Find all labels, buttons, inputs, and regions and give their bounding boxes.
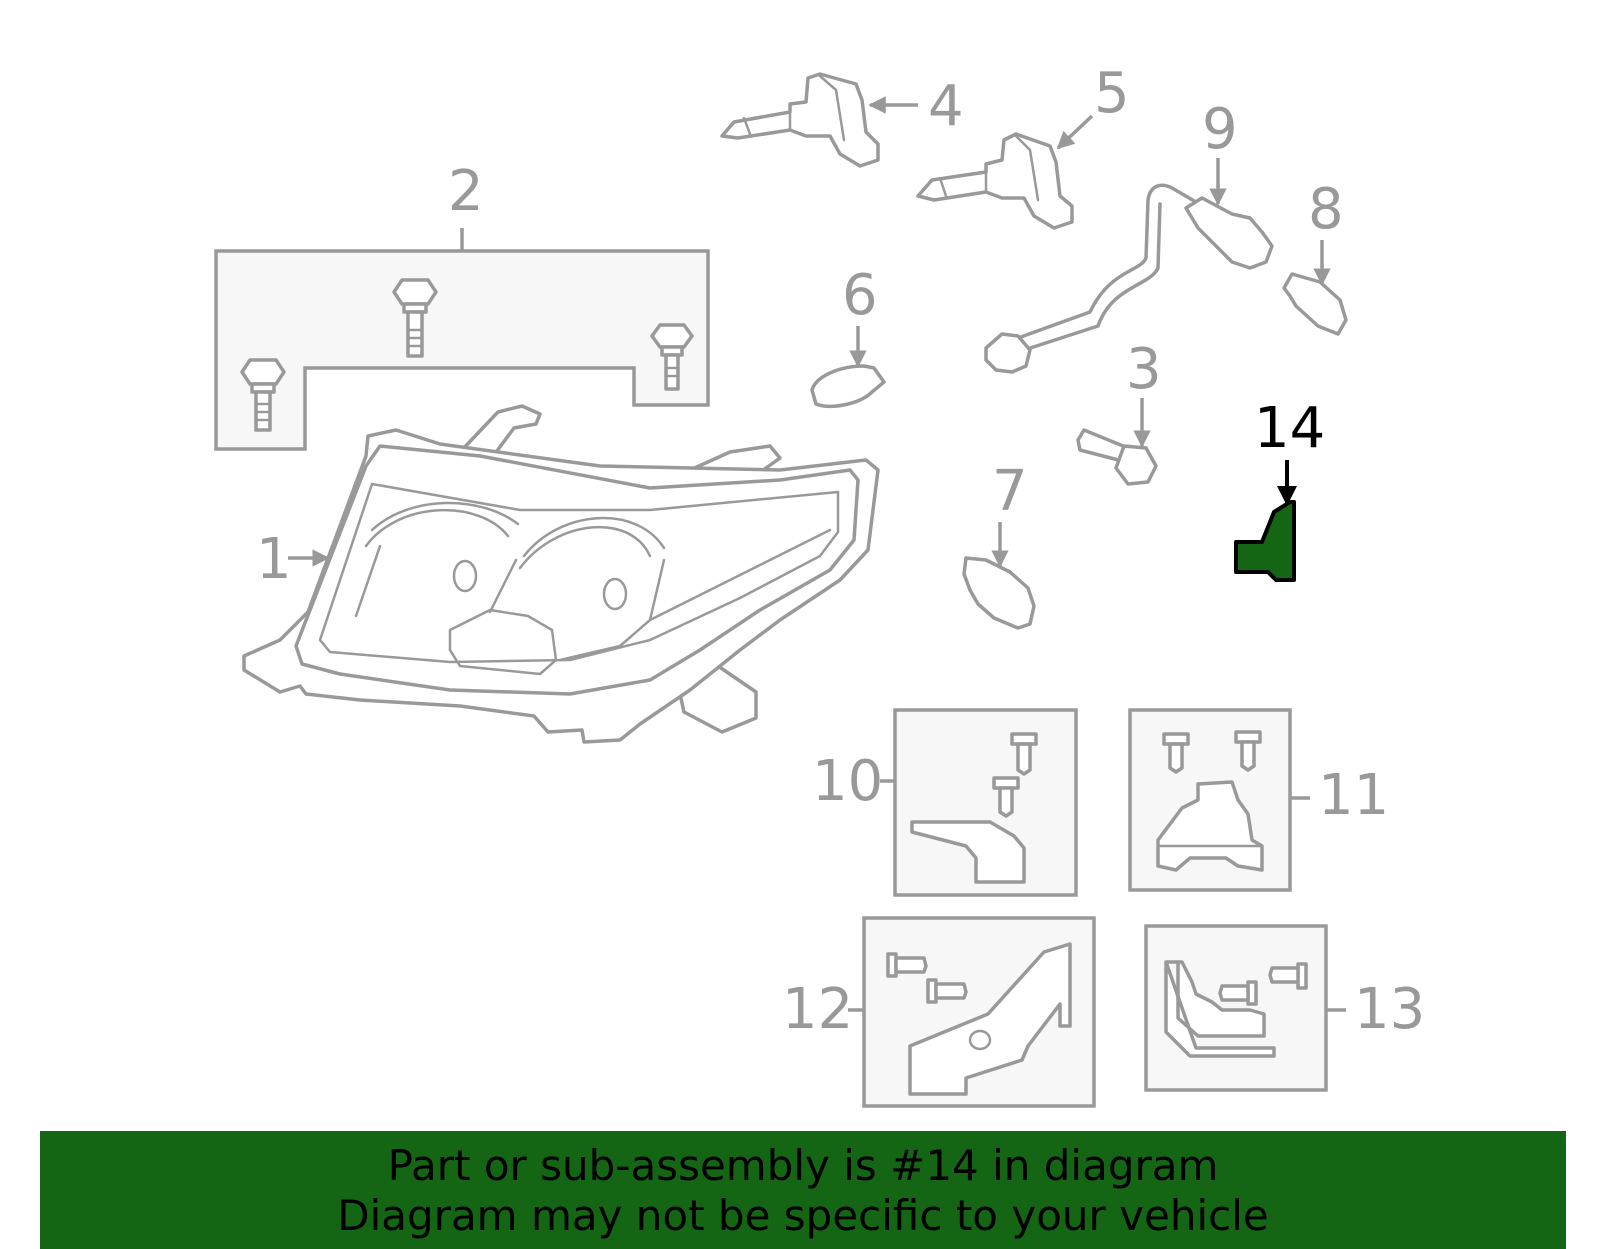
screw-icon xyxy=(992,776,1020,818)
part-4-bulb xyxy=(720,72,880,168)
callout-5: 5 xyxy=(1094,61,1130,126)
part-12-bracket-kit xyxy=(848,916,1096,1108)
info-banner: Part or sub-assembly is #14 in diagram D… xyxy=(40,1131,1566,1249)
part-7-bulb xyxy=(962,556,1036,630)
part-2-bolt-kit xyxy=(214,228,710,451)
screw-icon xyxy=(886,952,928,978)
callout-9: 9 xyxy=(1202,97,1238,162)
callout-14: 14 xyxy=(1254,396,1325,461)
callout-4: 4 xyxy=(928,74,964,139)
part-14-bracket-highlighted xyxy=(1234,500,1296,582)
callout-labels: 1 2 3 4 5 6 7 8 9 10 11 12 13 14 xyxy=(256,61,1425,1042)
part-10-bracket-kit xyxy=(880,708,1078,897)
bolt-icon xyxy=(240,358,286,432)
part-11-bracket-kit xyxy=(1128,708,1310,892)
callout-8: 8 xyxy=(1308,177,1344,242)
banner-line-1: Part or sub-assembly is #14 in diagram xyxy=(387,1141,1219,1190)
callout-11: 11 xyxy=(1318,763,1389,828)
screw-icon xyxy=(1010,732,1038,776)
part-13-bracket-kit xyxy=(1144,924,1346,1092)
callout-10: 10 xyxy=(812,749,883,814)
screw-icon xyxy=(926,978,968,1004)
callout-7: 7 xyxy=(992,459,1028,524)
screw-icon xyxy=(1268,962,1308,990)
part-9-socket-harness xyxy=(984,183,1274,374)
part-3-bolt xyxy=(1076,428,1158,486)
bolt-icon xyxy=(392,278,438,358)
callout-12: 12 xyxy=(782,977,853,1042)
part-6-bulb xyxy=(810,364,886,409)
screw-icon xyxy=(1234,730,1262,772)
part-1-headlamp-assembly xyxy=(242,404,880,744)
callout-1: 1 xyxy=(256,527,292,592)
banner-line-2: Diagram may not be specific to your vehi… xyxy=(337,1191,1269,1240)
callout-2: 2 xyxy=(448,159,484,224)
bolt-icon xyxy=(650,323,694,391)
part-8-bulb xyxy=(1282,272,1348,336)
callout-6: 6 xyxy=(842,263,878,328)
screw-icon xyxy=(1218,980,1258,1006)
leader-arrows xyxy=(288,96,1331,568)
screw-icon xyxy=(1162,732,1190,774)
part-5-bulb xyxy=(916,132,1074,230)
callout-3: 3 xyxy=(1126,337,1162,402)
callout-13: 13 xyxy=(1354,977,1425,1042)
